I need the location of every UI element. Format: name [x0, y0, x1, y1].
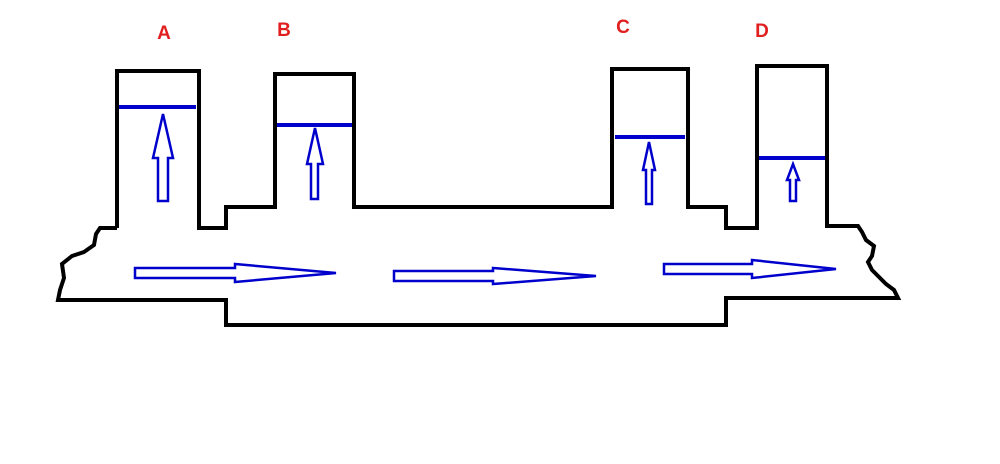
up-arrow-a: [151, 113, 175, 203]
tube-label-b: B: [277, 20, 291, 41]
tube-label-d: D: [755, 21, 769, 42]
pipe-outline: [55, 64, 902, 327]
flow-arrow-3: [662, 258, 837, 280]
up-arrow-b: [305, 127, 325, 201]
flow-arrow-1: [133, 262, 337, 284]
up-arrow-d: [785, 160, 801, 203]
up-arrow-c: [641, 141, 657, 206]
tube-label-c: C: [616, 17, 630, 38]
flow-arrow-2: [392, 266, 597, 286]
tube-label-a: A: [157, 23, 171, 44]
